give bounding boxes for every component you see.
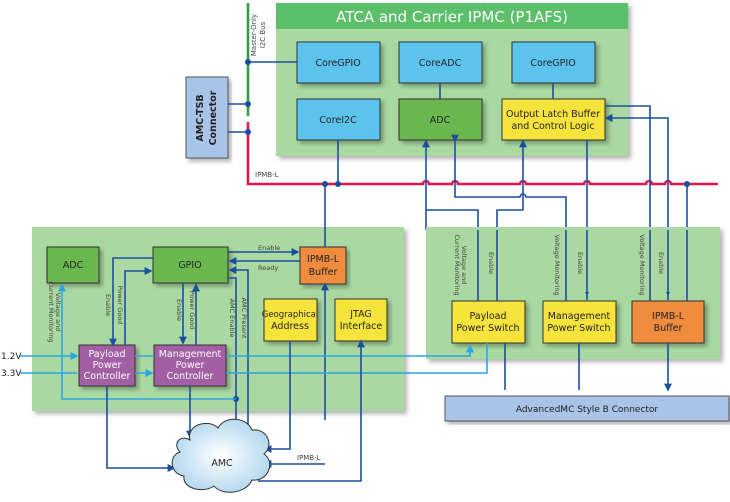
wire [109,257,153,347]
label-enable: Enable [487,252,495,274]
label-amc-present: AMC Present [240,297,248,338]
label-voltage-current-2: Current Monitoring [47,281,55,342]
label-1-2v: 1.2V [1,352,22,362]
mgmt-ctrl-label-2: Power [176,360,205,371]
output-latch-label-2: and Control Logic [511,121,594,132]
mgmt-ctrl-label-1: Management [159,349,222,360]
label-3-3v: 3.3V [1,369,22,379]
label-ready: Ready [258,264,278,272]
wire [58,283,236,400]
block-jtag-interface[interactable]: JTAG Interface [334,298,388,342]
junction-dot [335,181,341,187]
wire [124,267,153,345]
block-output-latch[interactable]: Output Latch Buffer and Control Logic [501,98,606,141]
wire [426,209,479,230]
label-enable: Enable [576,252,584,274]
amc-tsb-connector [185,76,229,159]
block-coregpio-right[interactable]: CoreGPIO [511,41,596,84]
payload-ctrl-label-1: Payload [88,349,125,360]
output-latch-label-1: Output Latch Buffer [506,109,600,120]
label-enable-gpio: Enable [258,244,280,252]
wire [228,266,249,460]
switch-ipmb-label-1: IPMB-L [652,311,685,322]
label-amc-enable: AMC Enable [228,299,236,338]
wire [477,230,498,301]
corei2c-label: CoreI2C [319,115,357,126]
amc-cloud[interactable]: AMC [171,418,271,493]
fpga-adc-label: ADC [430,115,451,126]
wire [604,114,669,230]
wire [439,83,554,99]
i2c-bus-label-2: I2C Bus [259,21,267,48]
gpio-label: GPIO [178,260,201,271]
geo-label-1: Geographical [262,310,319,320]
label-power-good: Power Good [116,286,124,325]
amc-tsb-label-2: Connector [208,90,219,145]
carrier-ipmb-label-2: Buffer [309,267,338,278]
label-enable: Enable [104,294,112,316]
label-voltage-current-2: Current Monitoring [453,234,461,295]
wire [258,343,362,482]
block-geographical-address[interactable]: Geographical Address [262,298,319,342]
ipmb-bus-label: IPMB-L [255,171,279,179]
payload-switch-label-1: Payload [469,311,506,322]
wire [226,343,488,374]
jtag-label-2: Interface [340,321,383,332]
block-switch-ipmb-buffer[interactable]: IPMB-L Buffer [631,300,705,344]
label-voltage-monitoring: Voltage Monitoring [638,234,646,295]
jtag-label-1: JTAG [349,309,372,320]
label-enable: Enable [657,252,665,274]
block-fpga-adc[interactable]: ADC [398,98,483,141]
payload-ctrl-label-3: Controller [84,371,131,382]
coreadc-label: CoreADC [419,58,462,69]
label-power-good: Power Good [188,291,196,330]
block-management-power-controller[interactable]: Management Power Controller [153,344,227,387]
label-enable: Enable [175,299,183,321]
wire [263,341,291,453]
block-corei2c[interactable]: CoreI2C [296,98,381,141]
advancedmc-label: AdvancedMC Style B Connector [516,405,659,415]
mgmt-switch-label-1: Management [548,311,611,322]
block-carrier-adc[interactable]: ADC [46,246,100,284]
wire [565,230,588,301]
switch-ipmb-label-2: Buffer [654,323,683,334]
wire [226,344,474,357]
ipmb-bus-line [246,122,718,186]
amc-cloud-label: AMC [211,458,233,469]
junction-dot [245,101,251,107]
payload-ctrl-label-2: Power [93,360,122,371]
block-payload-power-switch[interactable]: Payload Power Switch [451,300,526,344]
amc-tsb-label-1: AMC-TSB [195,94,206,141]
coregpio-right-label: CoreGPIO [530,58,575,69]
mgmt-ctrl-label-3: Controller [167,371,214,382]
wire [605,105,651,230]
wire [649,230,688,301]
payload-switch-label-2: Power Switch [456,323,519,334]
block-carrier-ipmb-buffer[interactable]: IPMB-L Buffer [299,246,347,285]
amc-tsb-wires [228,103,248,133]
mgmt-switch-label-2: Power Switch [547,323,610,334]
block-payload-power-controller[interactable]: Payload Power Controller [78,344,136,387]
geo-label-2: Address [271,321,309,332]
block-coregpio-left[interactable]: CoreGPIO [296,41,381,84]
block-gpio[interactable]: GPIO [152,246,229,284]
carrier-adc-label: ADC [63,260,84,271]
block-management-power-switch[interactable]: Management Power Switch [542,300,617,344]
label-voltage-monitoring: Voltage Monitoring [553,234,561,295]
wire [496,139,527,230]
i2c-bus-label-1: Master-Only [250,14,258,56]
coregpio-left-label: CoreGPIO [315,58,360,69]
wire [228,277,240,439]
advancedmc-connector[interactable]: AdvancedMC Style B Connector [444,395,730,422]
label-voltage-current-1: Voltage and [460,246,468,285]
wire [106,386,176,472]
block-coreadc[interactable]: CoreADC [398,41,483,84]
wire [504,343,668,390]
fpga-title: ATCA and Carrier IPMC (P1AFS) [336,8,568,26]
label-voltage-current-1: Voltage and [54,293,62,332]
carrier-ipmb-label-1: IPMB-L [307,254,340,265]
ipmb-bottom-label: IPMB-L [297,454,321,462]
junction-dot [245,129,251,135]
